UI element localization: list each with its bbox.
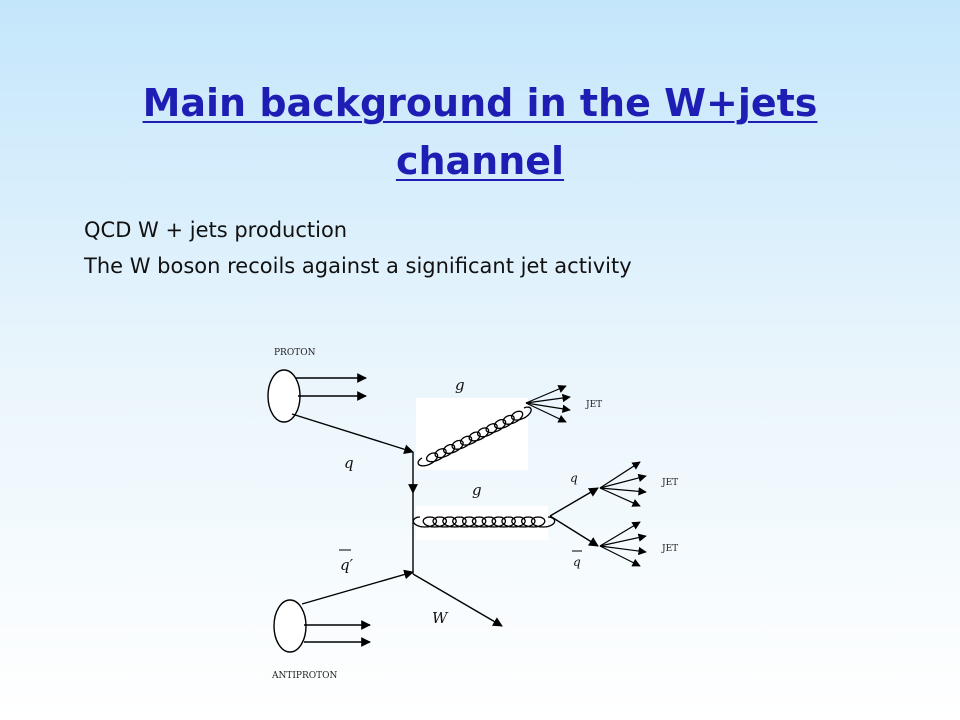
gluon-mid-line xyxy=(412,516,556,528)
jet-right-bottom-fan xyxy=(599,521,647,567)
quark-line xyxy=(291,413,414,455)
antiquark-line xyxy=(301,569,414,605)
quark-label: q xyxy=(344,454,354,472)
jet-right-top-fan xyxy=(599,461,647,507)
proton-ellipse xyxy=(267,369,301,423)
bullet-list: QCD W + jets production The W boson reco… xyxy=(84,212,904,284)
jet-right-bottom-label: JET xyxy=(661,544,678,554)
bullet-item-recoil: The W boson recoils against a significan… xyxy=(84,254,632,278)
antiproton-label: ANTIPROTON xyxy=(271,671,338,681)
quark-out-line xyxy=(549,487,599,517)
jet-right-top-label: JET xyxy=(661,478,678,488)
gluon-mid-panel xyxy=(416,506,548,540)
gluon-top-line xyxy=(417,406,532,467)
jet-top-fan xyxy=(525,385,571,423)
quark-out-label: q xyxy=(570,471,578,485)
antiquark-prime-label: q′ xyxy=(340,556,354,574)
antiquark-out-label: q xyxy=(573,555,581,569)
w-label: W xyxy=(432,609,449,627)
bullet-item-qcd: QCD W + jets production xyxy=(84,218,348,242)
proton-label: PROTON xyxy=(274,348,316,358)
gluon-mid-label: g xyxy=(472,481,482,499)
antiquark-out-line xyxy=(549,515,599,547)
jet-top-label: JET xyxy=(585,400,602,410)
antiproton-ellipse xyxy=(273,599,307,653)
w-boson-line xyxy=(412,573,503,627)
gluon-top-label: g xyxy=(455,376,465,394)
slide-title: Main background in the W+jets channel xyxy=(142,81,818,183)
